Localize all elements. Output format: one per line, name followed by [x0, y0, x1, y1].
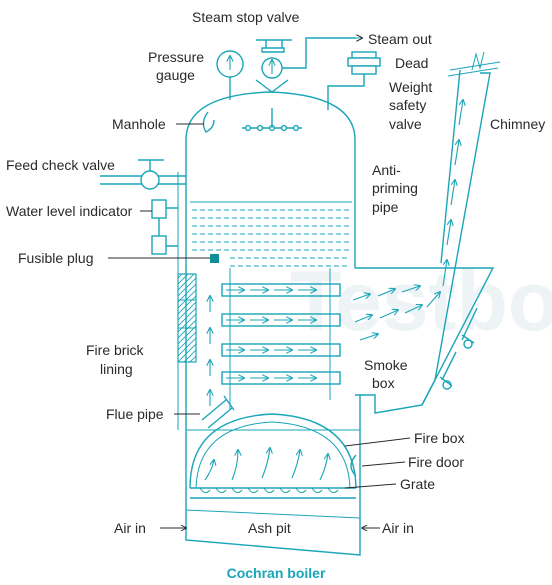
label-steam-stop-valve: Steam stop valve	[192, 9, 300, 25]
ash-pit	[185, 509, 361, 519]
label-steam-out: Steam out	[368, 31, 432, 47]
label-lining: lining	[100, 361, 133, 377]
label-fire-box: Fire box	[414, 430, 465, 446]
label-priming: priming	[372, 180, 418, 196]
dead-weight-safety-valve	[327, 51, 381, 110]
label-manhole: Manhole	[112, 116, 166, 132]
fire-brick-lining	[177, 273, 197, 363]
label-safety: safety	[389, 97, 426, 113]
chimney	[421, 51, 501, 406]
smoke-tubes	[210, 268, 341, 410]
fire-door	[350, 454, 357, 477]
watermark-text: Testbook	[290, 254, 552, 348]
anti-priming-pipe	[242, 108, 302, 132]
label-pressure: Pressure	[148, 49, 204, 65]
label-gauge: gauge	[156, 67, 195, 83]
label-fusible-plug: Fusible plug	[18, 250, 94, 266]
fire-box-leader	[344, 437, 411, 447]
fire-door-leader	[361, 461, 406, 467]
diagram-caption: Cochran boiler	[227, 565, 326, 581]
water-level-indicator	[151, 199, 178, 255]
grate	[190, 487, 356, 499]
label-feed-check-valve: Feed check valve	[6, 157, 115, 173]
label-air-in-left: Air in	[114, 520, 146, 536]
label-ash-pit: Ash pit	[248, 520, 291, 536]
feed-check-valve	[100, 159, 186, 190]
label-smoke: Smoke	[364, 357, 408, 373]
label-flue-pipe: Flue pipe	[106, 406, 164, 422]
steam-stop-valve	[255, 38, 362, 93]
label-box: box	[372, 375, 395, 391]
label-fire-door: Fire door	[408, 454, 464, 470]
flue-pipe	[201, 395, 235, 429]
label-anti: Anti-	[372, 162, 401, 178]
label-fire-brick: Fire brick	[86, 342, 145, 358]
label-valve: valve	[389, 116, 422, 132]
label-water-level-indicator: Water level indicator	[6, 203, 133, 219]
grate-leader	[344, 483, 397, 489]
pressure-gauge	[216, 50, 244, 100]
label-air-in-right: Air in	[382, 520, 414, 536]
manhole	[202, 111, 215, 133]
label-dead: Dead	[395, 55, 428, 71]
label-weight: Weight	[389, 79, 432, 95]
label-chimney: Chimney	[490, 116, 545, 132]
label-pipe: pipe	[372, 199, 399, 215]
water-region	[192, 209, 350, 267]
smoke-box	[352, 267, 495, 414]
label-grate: Grate	[400, 476, 435, 492]
fusible-plug	[210, 254, 219, 263]
fire-box	[189, 413, 357, 489]
